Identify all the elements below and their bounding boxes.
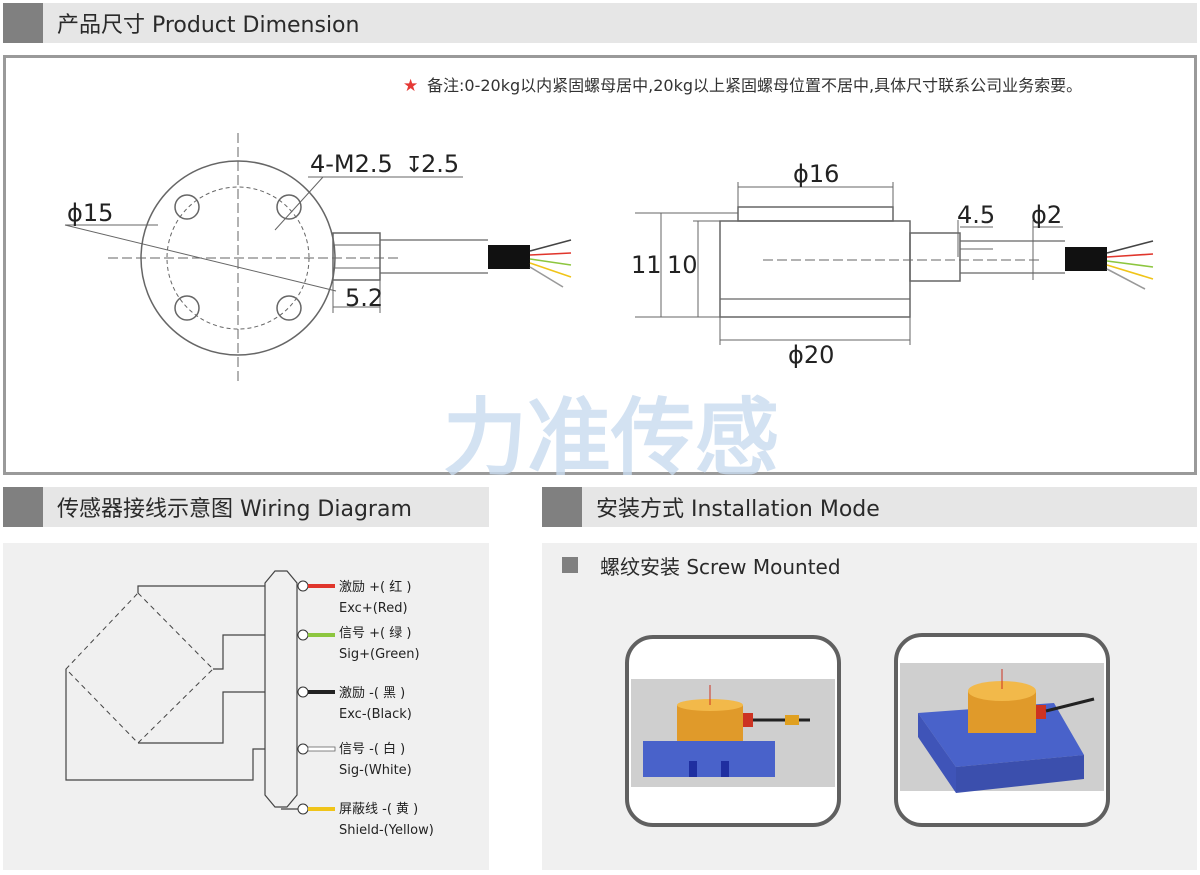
header-block xyxy=(542,487,582,527)
mount-render-iso xyxy=(894,633,1110,827)
watermark: 力准传感 xyxy=(443,389,779,475)
front-view xyxy=(64,133,488,382)
cable-bundle xyxy=(264,570,298,808)
wire-label-en: Shield-(Yellow) xyxy=(339,823,434,838)
header-block xyxy=(3,3,43,43)
wire-label-cn: 信号 -( 白 ) xyxy=(339,741,405,757)
wire-label-cn: 激励 -( 黑 ) xyxy=(339,686,405,701)
installation-panel: 螺纹安装 Screw Mounted xyxy=(542,543,1197,870)
section-header-product-dimension: 产品尺寸 Product Dimension xyxy=(3,3,1197,43)
terminal xyxy=(297,743,336,755)
section-title: 产品尺寸 Product Dimension xyxy=(57,13,360,38)
nut-length-label: 5.2 xyxy=(345,284,383,312)
wire-label-cn: 信号 +( 绿 ) xyxy=(339,626,411,641)
flange-circle xyxy=(140,160,336,356)
section-header-installation: 安装方式 Installation Mode xyxy=(542,487,1197,527)
wire-label-en: Exc+(Red) xyxy=(339,601,408,616)
note-star: ★ xyxy=(403,76,418,96)
wiring-diagram: 激励 +( 红 ) Exc+(Red) 信号 +( 绿 ) Sig+(Green… xyxy=(65,570,434,838)
wire-label-cn: 屏蔽线 -( 黄 ) xyxy=(339,802,418,817)
header-block xyxy=(3,487,43,527)
front-diameter-label: ϕ15 xyxy=(67,199,113,227)
dimension-drawing: ★ 备注:0-20kg以内紧固螺母居中,20kg以上紧固螺母位置不居中,具体尺寸… xyxy=(3,55,1197,487)
top-diameter-label: ϕ16 xyxy=(793,160,839,188)
bullet-square xyxy=(562,557,578,573)
terminal xyxy=(297,629,335,641)
bolt-hole xyxy=(276,295,302,321)
wire-label-en: Sig-(White) xyxy=(339,763,412,778)
nut xyxy=(332,232,381,281)
thread-depth-icon: ↧ xyxy=(405,153,423,178)
terminal xyxy=(297,580,335,592)
height-total-label: 11 xyxy=(631,251,662,279)
terminal xyxy=(297,686,335,698)
side-view xyxy=(635,182,1065,345)
section-header-wiring: 传感器接线示意图 Wiring Diagram xyxy=(3,487,489,527)
cable-sleeve xyxy=(488,245,530,269)
thread-label: 4-M2.5 xyxy=(310,150,393,178)
side-nut xyxy=(909,232,961,282)
mount-method-label: 螺纹安装 Screw Mounted xyxy=(600,555,841,579)
wire-label-en: Exc-(Black) xyxy=(339,707,412,722)
section-title: 传感器接线示意图 Wiring Diagram xyxy=(57,497,412,522)
mount-render-side xyxy=(625,635,841,827)
bolt-hole xyxy=(276,194,302,220)
wire-label-en: Sig+(Green) xyxy=(339,647,420,662)
bottom-diameter-label: ϕ20 xyxy=(788,341,834,369)
wiring-panel: 激励 +( 红 ) Exc+(Red) 信号 +( 绿 ) Sig+(Green… xyxy=(3,543,489,870)
cable-wires-side xyxy=(1106,240,1154,290)
nut-offset-label: 4.5 xyxy=(957,201,995,229)
thread-depth-label: 2.5 xyxy=(421,150,459,178)
wire-label-cn: 激励 +( 红 ) xyxy=(339,579,411,595)
section-title: 安装方式 Installation Mode xyxy=(596,497,880,522)
dimension-panel: ★ 备注:0-20kg以内紧固螺母居中,20kg以上紧固螺母位置不居中,具体尺寸… xyxy=(3,55,1197,487)
bolt-hole xyxy=(174,194,200,220)
cable-diameter-label: ϕ2 xyxy=(1031,201,1062,229)
bolt-hole xyxy=(174,295,200,321)
note-text: 备注:0-20kg以内紧固螺母居中,20kg以上紧固螺母位置不居中,具体尺寸联系… xyxy=(427,76,1082,95)
bridge xyxy=(65,592,214,744)
bolt-circle xyxy=(166,186,310,330)
cable-wires-front xyxy=(529,239,572,288)
height-body-label: 10 xyxy=(667,251,698,279)
side-cable-sleeve xyxy=(1065,247,1107,271)
terminal xyxy=(297,803,335,815)
